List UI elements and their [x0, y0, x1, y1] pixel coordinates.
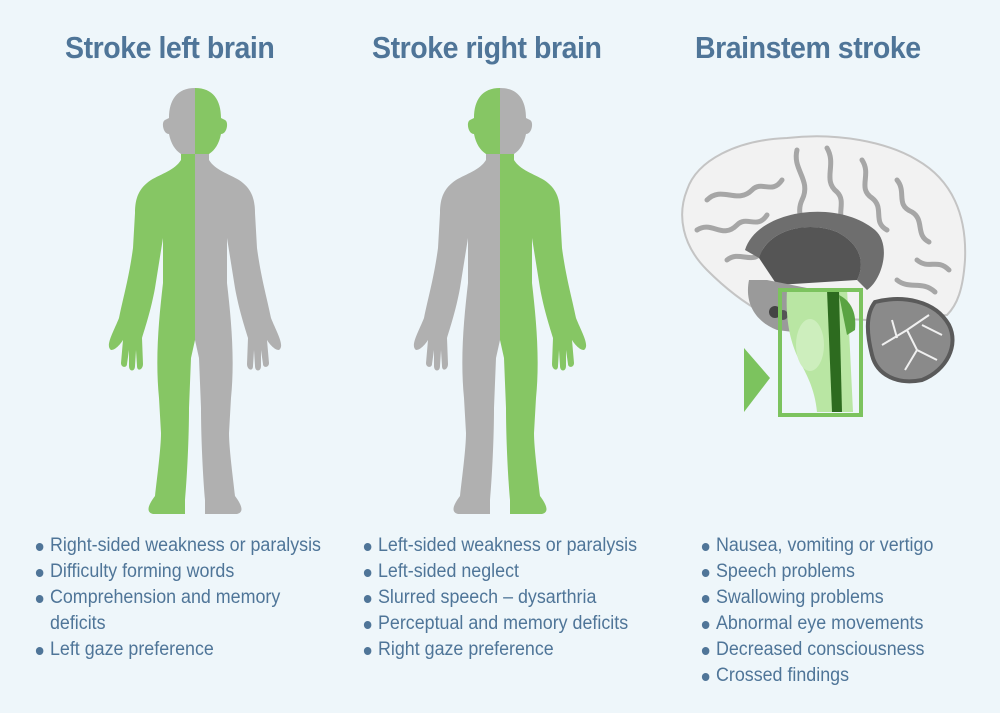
- symptom-item: Left-sided weakness or paralysis: [362, 533, 637, 559]
- symptom-item: Difficulty forming words: [34, 559, 321, 585]
- body-figure-icon: [413, 88, 587, 514]
- column-title: Stroke left brain: [65, 30, 275, 65]
- symptom-item: Decreased consciousness: [700, 637, 933, 663]
- body-figure-icon: [108, 88, 282, 514]
- symptom-list: Nausea, vomiting or vertigo Speech probl…: [700, 533, 948, 689]
- symptom-list: Right-sided weakness or paralysis Diffic…: [34, 533, 339, 663]
- symptom-item: Speech problems: [700, 559, 933, 585]
- symptom-item: Right-sided weakness or paralysis: [34, 533, 321, 559]
- symptom-list: Left-sided weakness or paralysis Left-si…: [362, 533, 655, 663]
- symptom-item: Perceptual and memory deficits: [362, 611, 637, 637]
- symptom-item: Left-sided neglect: [362, 559, 637, 585]
- symptom-item: Right gaze preference: [362, 637, 637, 663]
- symptom-item: Swallowing problems: [700, 585, 933, 611]
- column-stroke-left-brain: Stroke left brain Right-sided weakness o…: [0, 0, 333, 713]
- column-title: Stroke right brain: [372, 30, 602, 65]
- symptom-item: Comprehension and memory deficits: [34, 585, 294, 637]
- column-title: Brainstem stroke: [695, 30, 921, 65]
- symptom-item: Crossed findings: [700, 663, 933, 689]
- column-stroke-right-brain: Stroke right brain Left-sided weakness o…: [333, 0, 667, 713]
- symptom-item: Slurred speech – dysarthria: [362, 585, 637, 611]
- brain-brainstem-icon: [681, 135, 967, 417]
- column-brainstem-stroke: Brainstem stroke: [667, 0, 1000, 713]
- symptom-item: Nausea, vomiting or vertigo: [700, 533, 933, 559]
- symptom-item: Abnormal eye movements: [700, 611, 933, 637]
- symptom-item: Left gaze preference: [34, 637, 321, 663]
